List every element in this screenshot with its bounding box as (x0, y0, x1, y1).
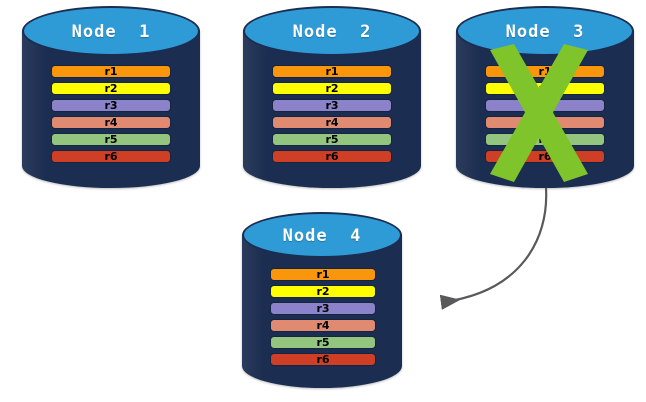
node-3-row-r2[interactable]: r2 (485, 82, 605, 95)
node-1-row-r6[interactable]: r6 (51, 150, 171, 163)
node-1-row-r1[interactable]: r1 (51, 65, 171, 78)
node-2[interactable]: Node 2 r1 r2 r3 r4 r5 r6 (243, 6, 421, 188)
node-2-row-r1[interactable]: r1 (272, 65, 392, 78)
node-1-row-r5[interactable]: r5 (51, 133, 171, 146)
node-1-label: Node 1 (71, 22, 151, 42)
node-3-row-r5[interactable]: r5 (485, 133, 605, 146)
node-2-row-r6[interactable]: r6 (272, 150, 392, 163)
node-1-rows: r1 r2 r3 r4 r5 r6 (51, 65, 171, 163)
node-2-row-r2[interactable]: r2 (272, 82, 392, 95)
node-2-body-shading (243, 30, 268, 188)
node-3-row-r6[interactable]: r6 (485, 150, 605, 163)
node-2-rows: r1 r2 r3 r4 r5 r6 (272, 65, 392, 163)
node-4-cylinder-top (242, 212, 402, 258)
node-3-row-r1[interactable]: r1 (485, 65, 605, 78)
node-4-label: Node 4 (282, 226, 362, 246)
node-3-rows: r1 r2 r3 r4 r5 r6 (485, 65, 605, 163)
node-4-rows: r1 r2 r3 r4 r5 r6 (270, 268, 376, 366)
node-2-row-r4[interactable]: r4 (272, 116, 392, 129)
node-4-row-r2[interactable]: r2 (270, 285, 376, 298)
node-2-cylinder-top (243, 6, 421, 56)
node-1[interactable]: Node 1 r1 r2 r3 r4 r5 r6 (22, 6, 200, 188)
node-1-body-shading (22, 30, 47, 188)
node-2-label: Node 2 (292, 22, 372, 42)
node-3-row-r3[interactable]: r3 (485, 99, 605, 112)
node-1-cylinder-top (22, 6, 200, 56)
node-1-row-r4[interactable]: r4 (51, 116, 171, 129)
node-4-row-r3[interactable]: r3 (270, 302, 376, 315)
node-4[interactable]: Node 4 r1 r2 r3 r4 r5 r6 (242, 212, 402, 388)
node-3[interactable]: Node 3 r1 r2 r3 r4 r5 r6 (456, 6, 634, 188)
node-4-row-r5[interactable]: r5 (270, 336, 376, 349)
node-4-row-r6[interactable]: r6 (270, 353, 376, 366)
node-2-row-r5[interactable]: r5 (272, 133, 392, 146)
node-4-body-shading (242, 234, 265, 388)
node-4-row-r1[interactable]: r1 (270, 268, 376, 281)
node-4-row-r4[interactable]: r4 (270, 319, 376, 332)
node-3-label: Node 3 (505, 22, 585, 42)
node-3-body-shading (456, 30, 481, 188)
node-1-row-r2[interactable]: r2 (51, 82, 171, 95)
node-1-row-r3[interactable]: r3 (51, 99, 171, 112)
node-3-row-r4[interactable]: r4 (485, 116, 605, 129)
node-2-row-r3[interactable]: r3 (272, 99, 392, 112)
